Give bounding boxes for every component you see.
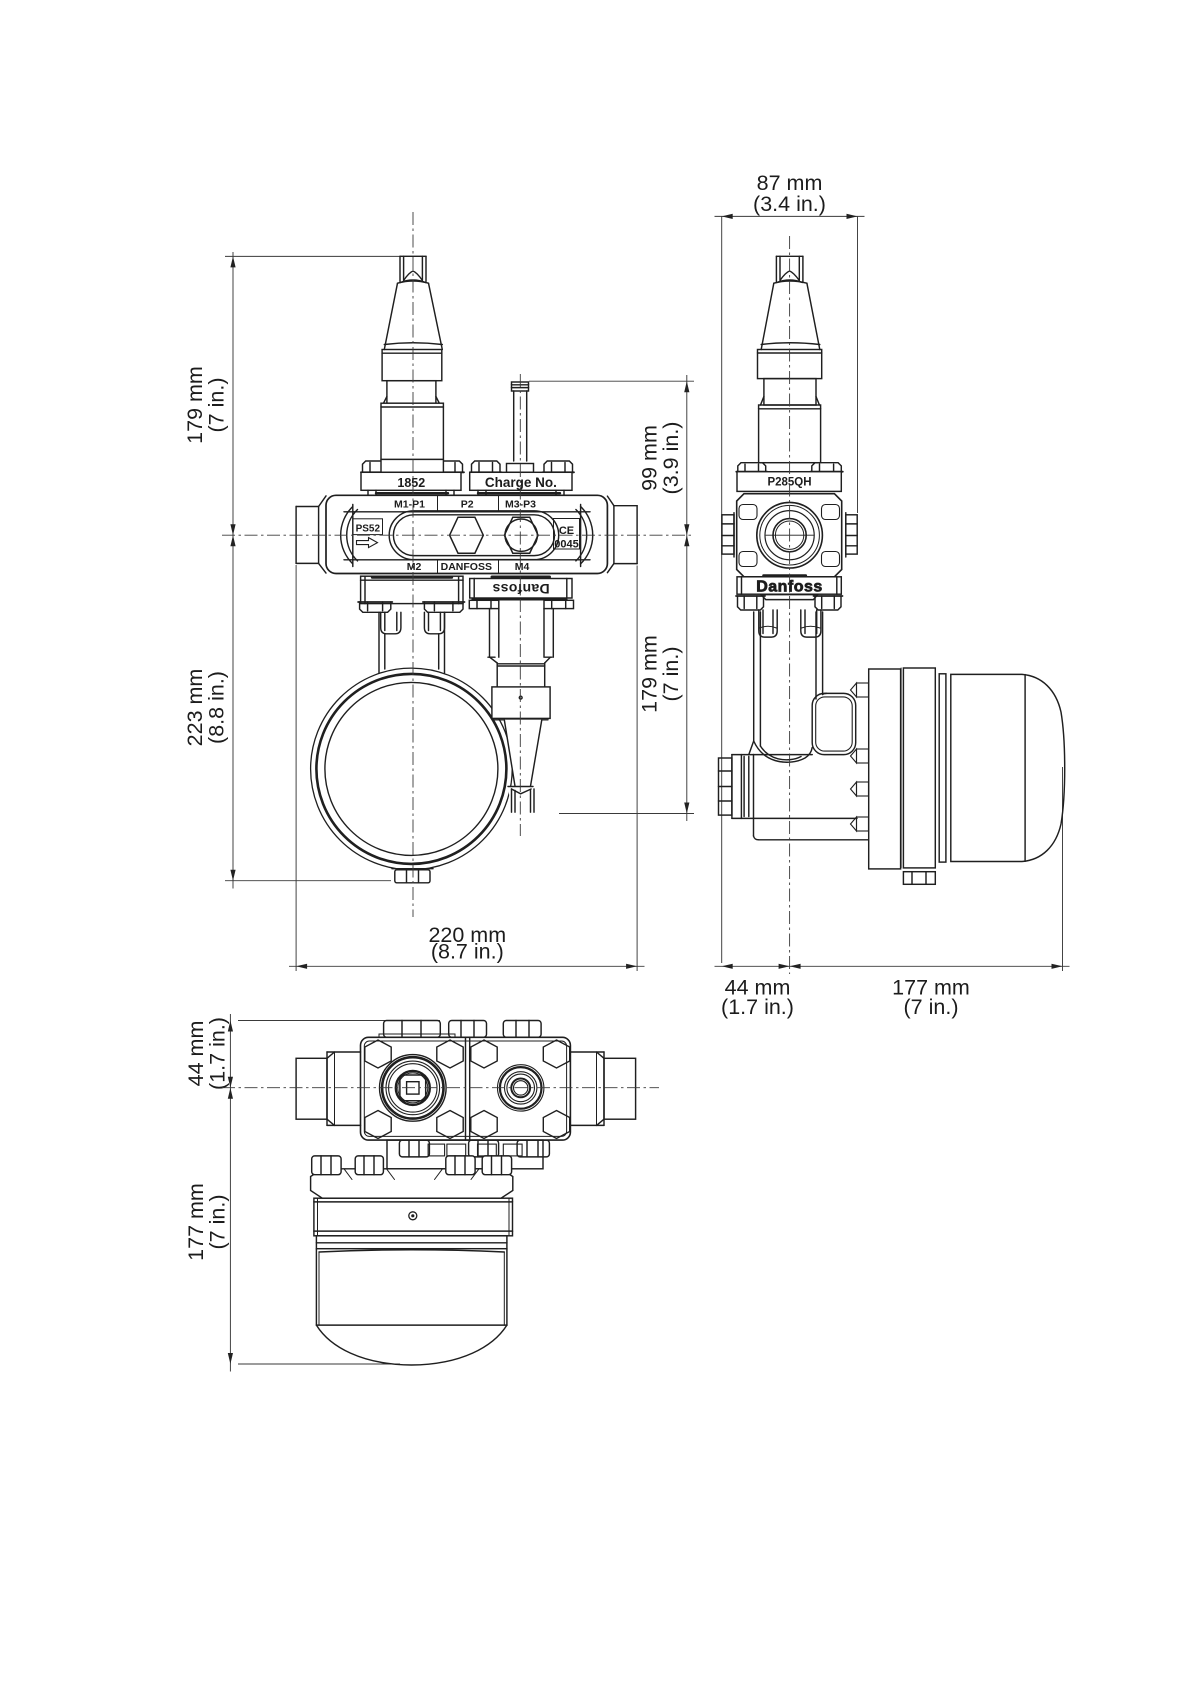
svg-text:(7 in.): (7 in.): [206, 1195, 230, 1250]
svg-text:87 mm: 87 mm: [757, 171, 823, 195]
svg-text:(8.8 in.): (8.8 in.): [205, 671, 229, 744]
svg-text:M4: M4: [515, 561, 530, 573]
svg-text:(3.4 in.): (3.4 in.): [753, 192, 826, 216]
svg-text:PS52: PS52: [356, 524, 381, 535]
svg-text:(7 in.): (7 in.): [205, 378, 229, 433]
svg-text:(1.7 in.): (1.7 in.): [206, 1017, 230, 1090]
svg-text:P2: P2: [461, 499, 474, 511]
svg-text:(3.9 in.): (3.9 in.): [659, 422, 683, 495]
svg-text:CE: CE: [559, 525, 574, 537]
svg-text:M1-P1: M1-P1: [394, 499, 425, 511]
svg-text:Danfoss: Danfoss: [756, 579, 823, 596]
svg-text:(1.7 in.): (1.7 in.): [721, 995, 794, 1019]
svg-text:M2: M2: [407, 561, 422, 573]
svg-text:Charge No.: Charge No.: [485, 475, 557, 490]
svg-text:44 mm: 44 mm: [184, 1021, 208, 1087]
svg-text:0045: 0045: [554, 539, 578, 551]
svg-text:177 mm: 177 mm: [892, 976, 970, 1000]
svg-text:177 mm: 177 mm: [184, 1183, 208, 1261]
svg-text:(8.7 in.): (8.7 in.): [431, 940, 504, 964]
svg-text:223 mm: 223 mm: [183, 669, 207, 747]
svg-text:DANFOSS: DANFOSS: [441, 561, 492, 573]
svg-text:220 mm: 220 mm: [428, 923, 506, 947]
svg-text:179 mm: 179 mm: [183, 366, 207, 444]
svg-text:179 mm: 179 mm: [638, 635, 662, 713]
svg-text:Danfoss: Danfoss: [492, 581, 549, 597]
svg-text:(7 in.): (7 in.): [904, 995, 959, 1019]
svg-text:99 mm: 99 mm: [638, 425, 662, 491]
svg-text:(7 in.): (7 in.): [659, 647, 683, 702]
svg-text:44 mm: 44 mm: [725, 976, 791, 1000]
svg-text:1852: 1852: [397, 476, 425, 490]
svg-text:P285QH: P285QH: [767, 477, 811, 489]
